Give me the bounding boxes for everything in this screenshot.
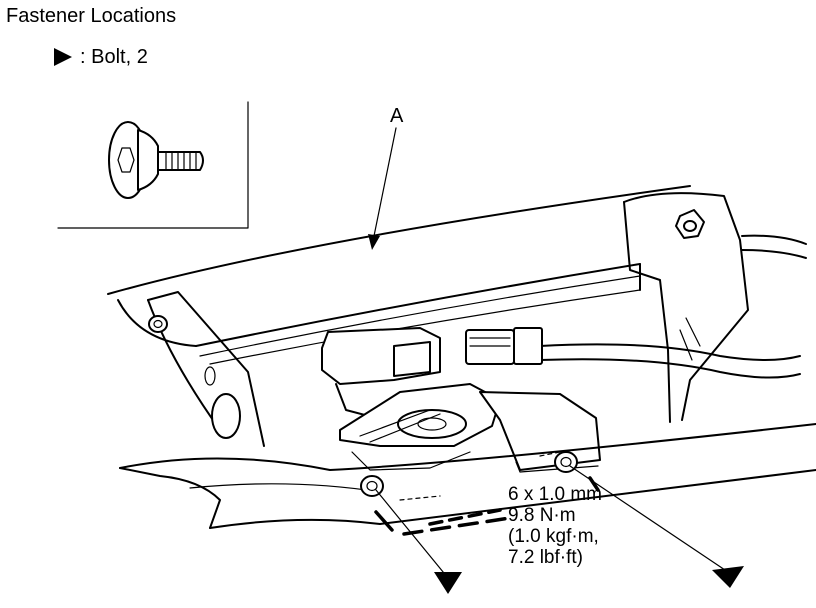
frame-panel-a: [107, 185, 691, 365]
bolt-marker-left-icon: [434, 572, 462, 594]
torque-spec-size: 6 x 1.0 mm: [508, 484, 602, 505]
actuator-module: [321, 327, 601, 473]
connector-icon: [465, 327, 543, 365]
torque-spec: 6 x 1.0 mm 9.8 N·m (1.0 kgf·m, 7.2 lbf·f…: [508, 484, 602, 568]
wire-harness: [465, 327, 801, 379]
bolt-location-left: [360, 475, 384, 497]
left-mount-bracket: [147, 291, 265, 447]
callout-a-label: A: [390, 105, 404, 127]
bolt-marker-right-icon: [712, 566, 744, 588]
torque-spec-lbfft: 7.2 lbf·ft): [508, 547, 583, 568]
callout-a-leader: [368, 127, 397, 250]
bolt-inset: [57, 101, 249, 229]
page-title: Fastener Locations: [6, 5, 177, 27]
bolt-icon: [108, 121, 204, 199]
bolt-markers: [375, 465, 744, 594]
legend-label: : Bolt, 2: [80, 45, 148, 68]
lower-cross-member: [119, 423, 816, 529]
torque-spec-nm: 9.8 N·m: [508, 505, 576, 526]
torque-spec-kgfm: (1.0 kgf·m,: [508, 526, 599, 547]
right-mount-bracket: [623, 192, 807, 423]
triangle-marker-icon: [54, 48, 72, 66]
legend: : Bolt, 2: [54, 45, 148, 69]
